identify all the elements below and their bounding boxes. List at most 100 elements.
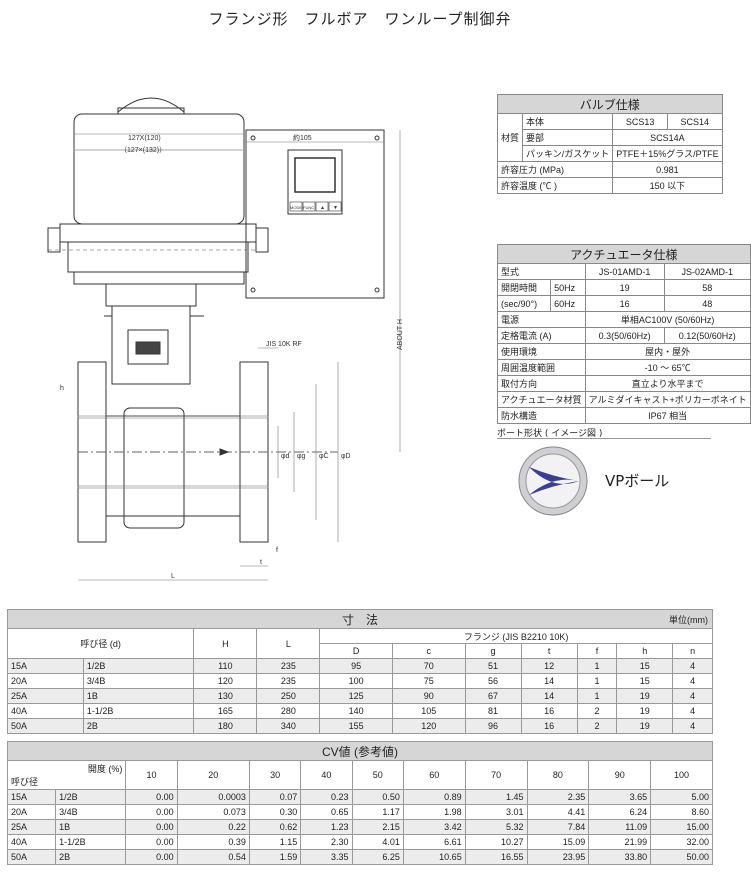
dim-g: φg bbox=[297, 453, 306, 460]
spec-cell: 開閉時間 bbox=[496, 279, 552, 296]
cv-col: 100 bbox=[650, 760, 713, 790]
table-cell: 25A bbox=[7, 688, 84, 704]
table-cell: 6.61 bbox=[402, 834, 466, 850]
table-cell: 3/4B bbox=[55, 804, 127, 820]
dim-c: φC bbox=[319, 453, 329, 460]
spec-cell: 屋内・屋外 bbox=[584, 343, 751, 360]
spec-cell: 使用環境 bbox=[497, 343, 586, 360]
top-width-label: 127X(120) bbox=[128, 135, 161, 142]
table-cell: 7.84 bbox=[526, 819, 590, 835]
port-divider bbox=[497, 438, 711, 439]
spec-cell: 150 以下 bbox=[612, 177, 723, 194]
table-cell: 0.00 bbox=[125, 819, 178, 835]
cv-header: CV値 (参考値) bbox=[7, 741, 713, 761]
table-cell: 75 bbox=[391, 673, 466, 689]
table-cell: 105 bbox=[391, 703, 466, 719]
flange-col: D bbox=[319, 643, 393, 659]
spec-cell: 周囲温度範囲 bbox=[497, 359, 586, 376]
table-cell: 3/4B bbox=[82, 673, 195, 689]
nominal-label: 呼び径 bbox=[11, 777, 39, 787]
table-cell: 0.22 bbox=[176, 819, 250, 835]
table-cell: 0.89 bbox=[402, 789, 466, 805]
dimension-header: 寸 法単位(mm) bbox=[7, 609, 713, 629]
table-cell: 280 bbox=[256, 703, 321, 719]
cv-col: 10 bbox=[125, 760, 178, 790]
spec-cell: 定格電流 (A) bbox=[497, 327, 586, 344]
top-width-label2: （127×(132)） bbox=[120, 146, 166, 154]
col-nominal: 呼び径 (d) bbox=[6, 628, 195, 659]
table-cell: 2B bbox=[82, 718, 195, 734]
col-flange: フランジ (JIS B2210 10K) bbox=[319, 628, 713, 644]
table-cell: 81 bbox=[464, 703, 522, 719]
box-width-label: 約105 bbox=[293, 133, 312, 142]
unit-label: 単位(mm) bbox=[669, 615, 708, 625]
table-cell: 11.09 bbox=[588, 819, 652, 835]
table-cell: 95 bbox=[319, 658, 393, 674]
table-cell: 25A bbox=[6, 819, 57, 835]
dimension-table: 寸 法単位(mm) 呼び径 (d) H L フランジ (JIS B2210 10… bbox=[6, 609, 713, 734]
table-cell: 14 bbox=[520, 673, 578, 689]
port-shape-label: ポート形状 ( イメージ図 ) bbox=[497, 429, 603, 439]
dim-f: f bbox=[276, 547, 278, 554]
cv-corner: 開度 (%)呼び径 bbox=[6, 760, 127, 790]
table-cell: 1-1/2B bbox=[82, 703, 195, 719]
table-cell: 12 bbox=[520, 658, 578, 674]
cv-col: 50 bbox=[351, 760, 404, 790]
vp-ball-icon bbox=[518, 446, 588, 516]
spec-cell: 取付方向 bbox=[497, 375, 586, 392]
spec-cell: 電源 bbox=[497, 311, 586, 328]
table-cell: 5.32 bbox=[464, 819, 528, 835]
cv-col: 90 bbox=[588, 760, 652, 790]
valve-drawing: 127X(120) （127×(132)） 約105 MODE FUNC ▲ ▼… bbox=[47, 97, 404, 581]
table-cell: 21.99 bbox=[588, 834, 652, 850]
spec-cell: アルミダイキャスト+ポリカーボネイト bbox=[584, 391, 751, 408]
table-cell: 250 bbox=[256, 688, 321, 704]
table-cell: 165 bbox=[193, 703, 258, 719]
spec-cell: IP67 相当 bbox=[584, 407, 751, 424]
table-cell: 6.25 bbox=[351, 849, 404, 865]
table-cell: 1 bbox=[576, 688, 618, 704]
spec-cell: アクチュエータ材質 bbox=[497, 391, 586, 408]
spec-cell: 許容温度 (℃ ) bbox=[496, 177, 614, 194]
table-cell: 20A bbox=[6, 804, 57, 820]
dim-h: h bbox=[60, 385, 64, 392]
table-cell: 2.15 bbox=[351, 819, 404, 835]
table-cell: 0.00 bbox=[125, 834, 178, 850]
table-cell: 235 bbox=[256, 658, 321, 674]
table-cell: 2.35 bbox=[526, 789, 590, 805]
dim-d: φd bbox=[281, 453, 290, 460]
cv-col: 60 bbox=[402, 760, 466, 790]
spec-cell: 16 bbox=[584, 295, 665, 312]
spec-cell: 許容圧力 (MPa) bbox=[496, 161, 614, 178]
spec-cell: JS-02AMD-1 bbox=[663, 263, 751, 280]
flange-col: n bbox=[672, 643, 713, 659]
table-cell: 32.00 bbox=[650, 834, 713, 850]
spec-cell: 58 bbox=[663, 279, 751, 296]
table-cell: 56 bbox=[464, 673, 522, 689]
table-cell: 15 bbox=[616, 673, 674, 689]
spec-cell: 直立より水平まで bbox=[584, 375, 751, 392]
table-cell: 3.35 bbox=[300, 849, 353, 865]
table-cell: 19 bbox=[616, 718, 674, 734]
table-cell: 3.01 bbox=[464, 804, 528, 820]
table-cell: 4 bbox=[672, 673, 713, 689]
table-cell: 120 bbox=[391, 718, 466, 734]
table-cell: 0.30 bbox=[248, 804, 302, 820]
table-cell: 155 bbox=[319, 718, 393, 734]
table-cell: 40A bbox=[7, 703, 84, 719]
table-cell: 51 bbox=[464, 658, 522, 674]
spec-cell: 要部 bbox=[522, 129, 614, 146]
table-cell: 96 bbox=[464, 718, 522, 734]
cv-col: 80 bbox=[526, 760, 590, 790]
table-cell: 1/2B bbox=[82, 658, 195, 674]
btn-func: FUNC bbox=[303, 205, 314, 210]
table-cell: 100 bbox=[319, 673, 393, 689]
table-cell: 0.50 bbox=[351, 789, 404, 805]
